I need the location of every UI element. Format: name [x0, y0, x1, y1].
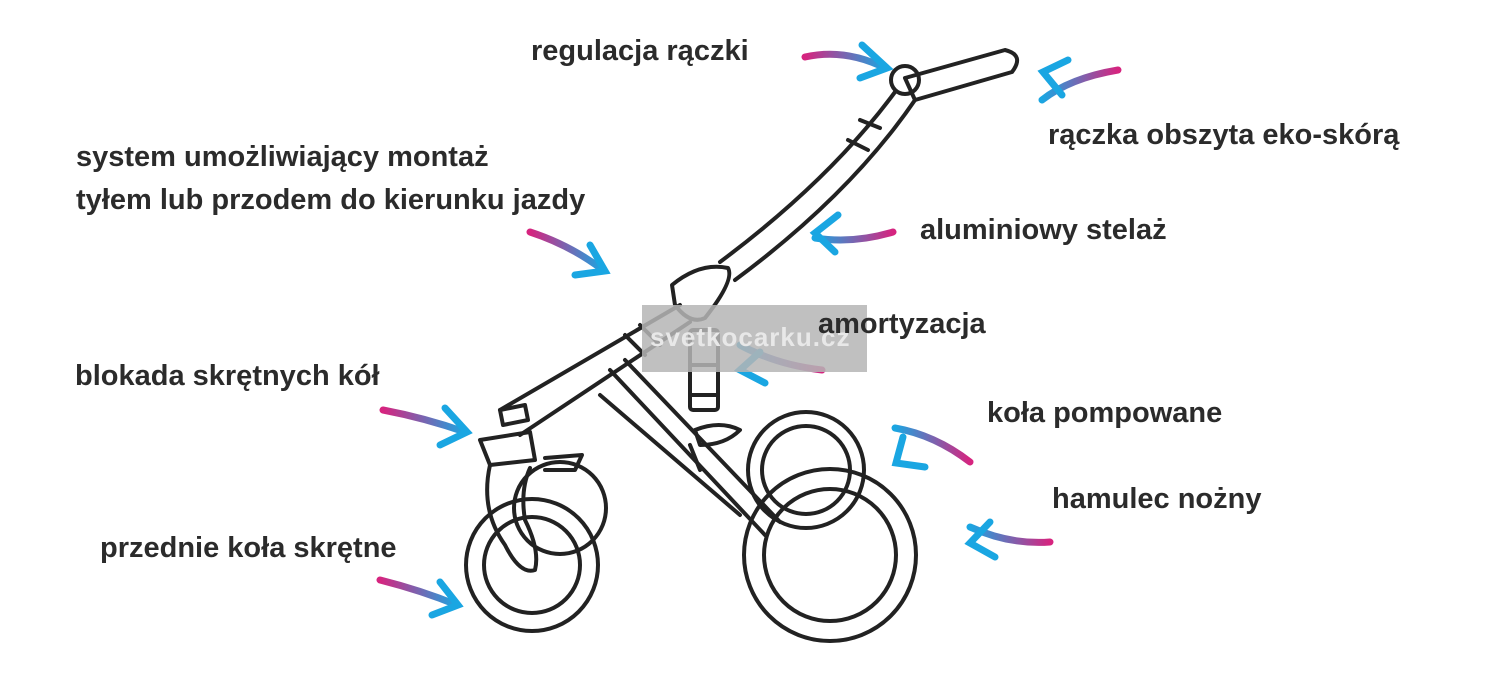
label-pneumatic: koła pompowane [987, 397, 1223, 429]
upper-frame [718, 90, 917, 282]
watermark: svetkocarku.cz [650, 322, 851, 352]
label-front-swivel: przednie koła skrętne [100, 532, 397, 564]
arrow-eco-leather [1038, 66, 1122, 104]
arrow-mount [526, 228, 607, 274]
front-wheel-back [512, 460, 608, 556]
foot-brake [688, 423, 742, 472]
arrow-handle-adjust [801, 50, 889, 72]
label-swivel-lock: blokada skrętnych kół [75, 360, 380, 392]
rear-wheel-front [742, 467, 918, 643]
arrow-pneumatic [891, 424, 974, 466]
watermark-box [642, 305, 867, 372]
arrow-swivel-lock [379, 406, 469, 436]
label-mount-line1: system umożliwiający montaż [76, 141, 489, 173]
label-mount-line2: tyłem lub przodem do kierunku jazdy [76, 184, 586, 216]
label-foot-brake: hamulec nożny [1052, 483, 1262, 515]
label-handle-adjust: regulacja rączki [531, 35, 749, 67]
label-eco-leather: rączka obszyta eko-skórą [1048, 119, 1400, 151]
handle-joint [889, 64, 921, 96]
rear-frame [598, 358, 782, 537]
arrow-aluminium [811, 228, 897, 244]
label-suspension: amortyzacja [818, 308, 986, 340]
handle-grip [903, 48, 1020, 102]
rear-wheel-back [746, 410, 866, 530]
label-aluminium: aluminiowy stelaż [920, 214, 1167, 246]
arrow-front-swivel [376, 576, 461, 609]
front-fork [478, 430, 537, 467]
front-wheel-front [464, 497, 600, 633]
